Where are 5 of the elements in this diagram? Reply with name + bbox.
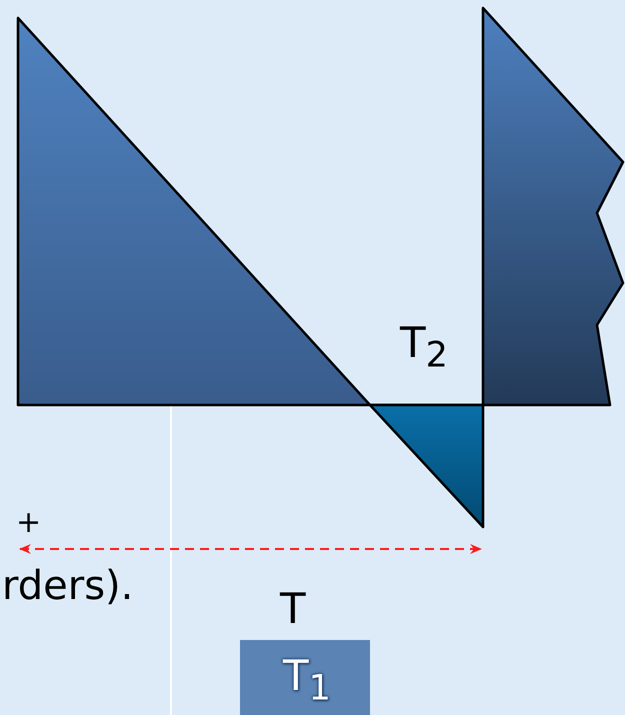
variable-label: T$_{1}$ (283, 655, 331, 706)
variable-label: T$_{2}$ (400, 322, 448, 374)
text-fragment: rders). (2, 566, 134, 606)
variable-label: T (280, 588, 306, 630)
sign-label: + (16, 508, 42, 538)
